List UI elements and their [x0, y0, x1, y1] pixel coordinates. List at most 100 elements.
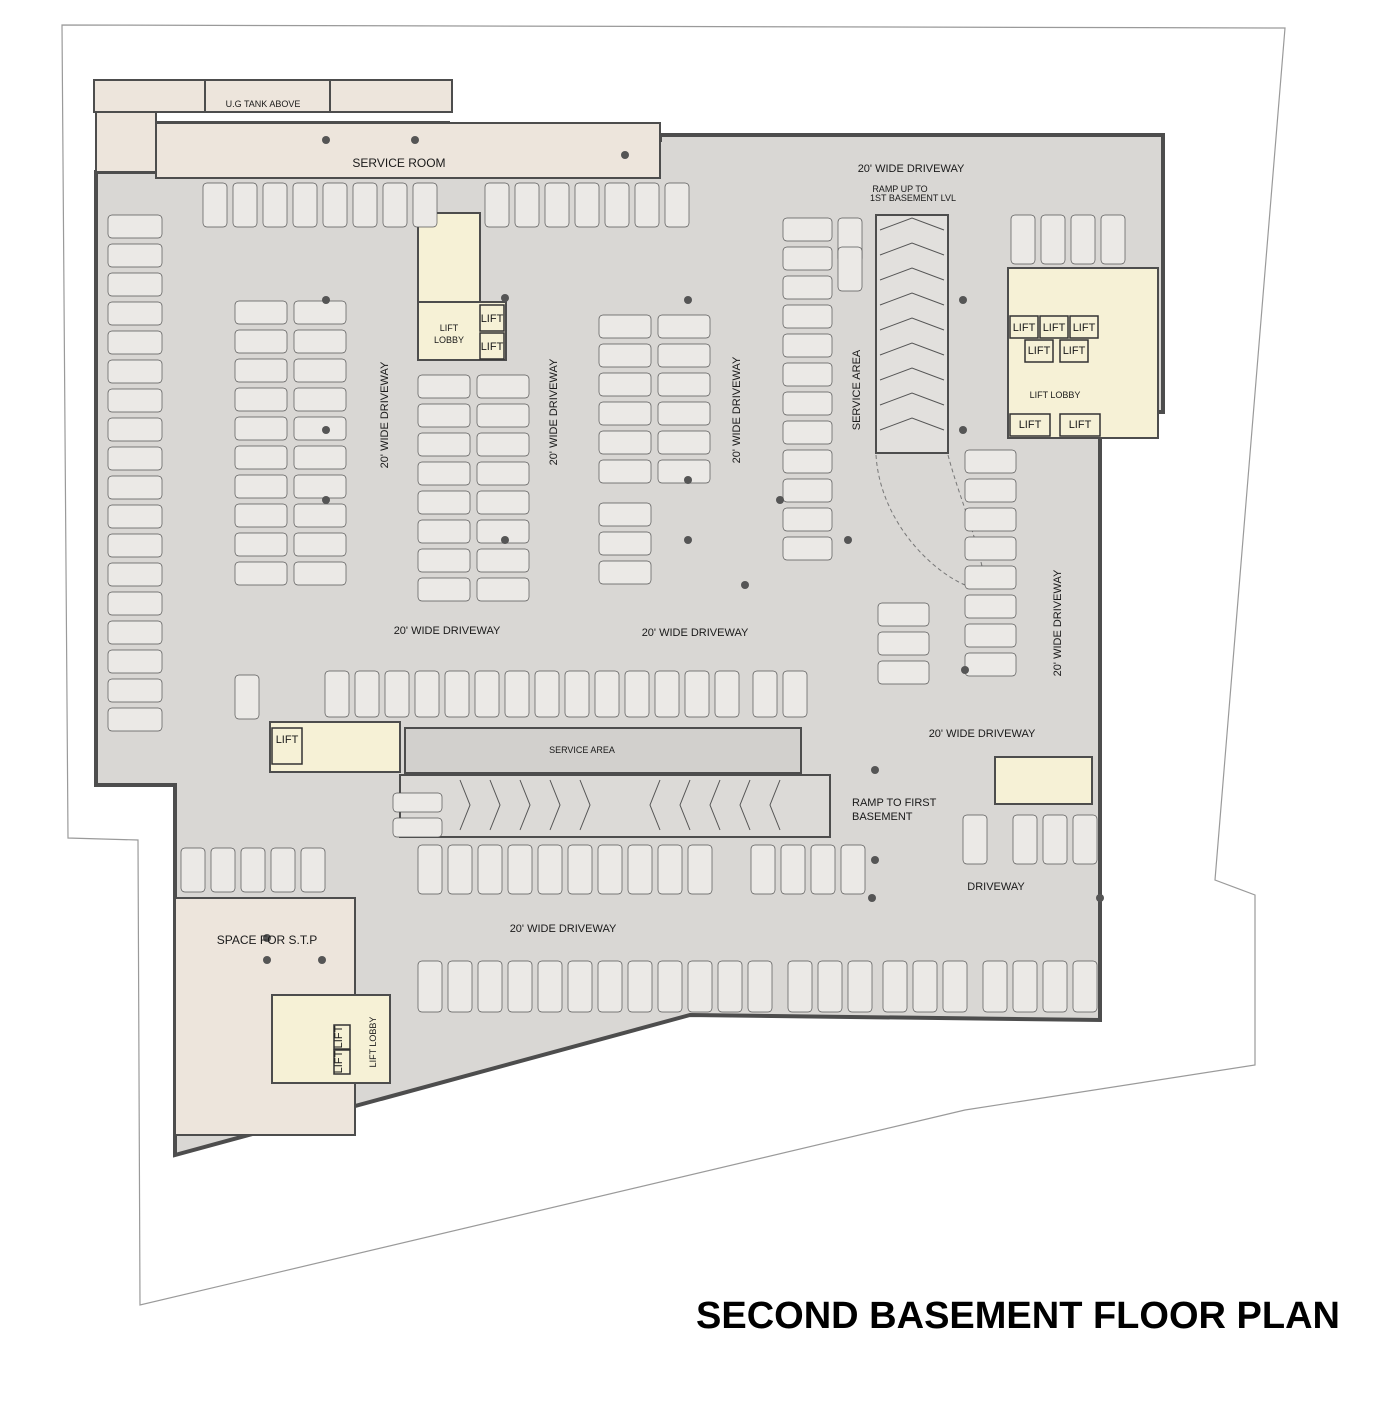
parking-bay [476, 432, 530, 457]
label-ramp-first: RAMP TO FIRST [852, 797, 937, 809]
parking-bay [234, 474, 288, 499]
label-lift-lobby-top-2: LOBBY [434, 335, 464, 345]
parking-bay [476, 490, 530, 515]
parking-bay [837, 246, 863, 292]
parking-bay [417, 432, 471, 457]
parking-bay [964, 652, 1017, 677]
parking-bay [232, 182, 258, 228]
parking-bay [107, 620, 163, 645]
parking-bay [627, 960, 653, 1013]
parking-bay [634, 182, 660, 228]
parking-bay [877, 660, 930, 685]
parking-bay [300, 847, 326, 893]
lift-label: LIFT [333, 1025, 345, 1048]
parking-bay [384, 670, 410, 718]
parking-bay [594, 670, 620, 718]
structural-column [322, 296, 330, 304]
label-driveway-v3: 20' WIDE DRIVEWAY [731, 356, 743, 463]
parking-bay [234, 674, 260, 720]
parking-bay [234, 387, 288, 412]
label-driveway-mid1: 20' WIDE DRIVEWAY [394, 625, 501, 637]
parking-bay [107, 330, 163, 355]
parking-bay [202, 182, 228, 228]
ramp-first-basement [399, 774, 831, 838]
parking-bay [412, 182, 438, 228]
parking-bay [810, 844, 836, 895]
parking-bay [598, 531, 652, 556]
parking-bay [840, 844, 866, 895]
parking-bay [354, 670, 380, 718]
parking-bay [782, 333, 833, 358]
parking-bay [782, 391, 833, 416]
parking-bay [107, 533, 163, 558]
parking-bay [234, 532, 288, 557]
label-ramp-first-2: BASEMENT [852, 811, 913, 823]
parking-bay [293, 416, 347, 441]
parking-bay [684, 670, 710, 718]
parking-bay [507, 844, 533, 895]
parking-bay [657, 401, 711, 426]
lift-label: LIFT [1073, 322, 1096, 334]
parking-bay [107, 301, 163, 326]
parking-bay [597, 960, 623, 1013]
parking-bay [964, 507, 1017, 532]
label-ramp-up: RAMP UP TO [872, 184, 927, 194]
parking-bay [564, 670, 590, 718]
parking-bay [847, 960, 873, 1013]
structural-column [621, 151, 629, 159]
parking-bay [293, 561, 347, 586]
structural-column [776, 496, 784, 504]
parking-bay [107, 591, 163, 616]
structural-column [961, 666, 969, 674]
structural-column [871, 766, 879, 774]
parking-bay [782, 362, 833, 387]
parking-bay [664, 182, 690, 228]
columns [263, 136, 1104, 964]
parking-bay [942, 960, 968, 1013]
structural-column [501, 294, 509, 302]
parking-bay [107, 243, 163, 268]
parking-bay [414, 670, 440, 718]
parking-bay [417, 844, 443, 895]
parking-bay [447, 844, 473, 895]
parking-bay [107, 272, 163, 297]
parking-bay [476, 577, 530, 602]
parking-bay [107, 475, 163, 500]
label-driveway-right-h: 20' WIDE DRIVEWAY [929, 728, 1036, 740]
label-ramp-up-2: 1ST BASEMENT LVL [870, 193, 956, 203]
parking-bay [476, 374, 530, 399]
parking-bay [240, 847, 266, 893]
parking-bay [598, 372, 652, 397]
core-bottom [271, 994, 391, 1084]
parking-bay [534, 670, 560, 718]
parking-bay [964, 478, 1017, 503]
parking-bay [234, 445, 288, 470]
parking-bay [752, 670, 778, 718]
parking-bay [787, 960, 813, 1013]
parking-bay [234, 329, 288, 354]
parking-bay [657, 459, 711, 484]
parking-bay [964, 449, 1017, 474]
parking-bay [964, 565, 1017, 590]
structural-column [411, 136, 419, 144]
parking-bay [544, 182, 570, 228]
parking-bay [1010, 214, 1036, 265]
parking-bay [322, 182, 348, 228]
parking-bay [782, 304, 833, 329]
structural-column [684, 476, 692, 484]
parking-bay [882, 960, 908, 1013]
core-right-bottom [994, 756, 1093, 805]
parking-bay [657, 372, 711, 397]
parking-bay [444, 670, 470, 718]
ramp-chevrons [459, 779, 781, 831]
parking-bay [1072, 960, 1098, 1013]
structural-column [263, 956, 271, 964]
parking-bay [107, 214, 163, 239]
plan-title: SECOND BASEMENT FLOOR PLAN [696, 1295, 1340, 1337]
parking-bay [417, 461, 471, 486]
parking-bay [962, 814, 988, 865]
parking-bay [598, 430, 652, 455]
label-lift-lobby-top: LIFT [440, 323, 459, 333]
parking-bay [210, 847, 236, 893]
structural-column [322, 496, 330, 504]
